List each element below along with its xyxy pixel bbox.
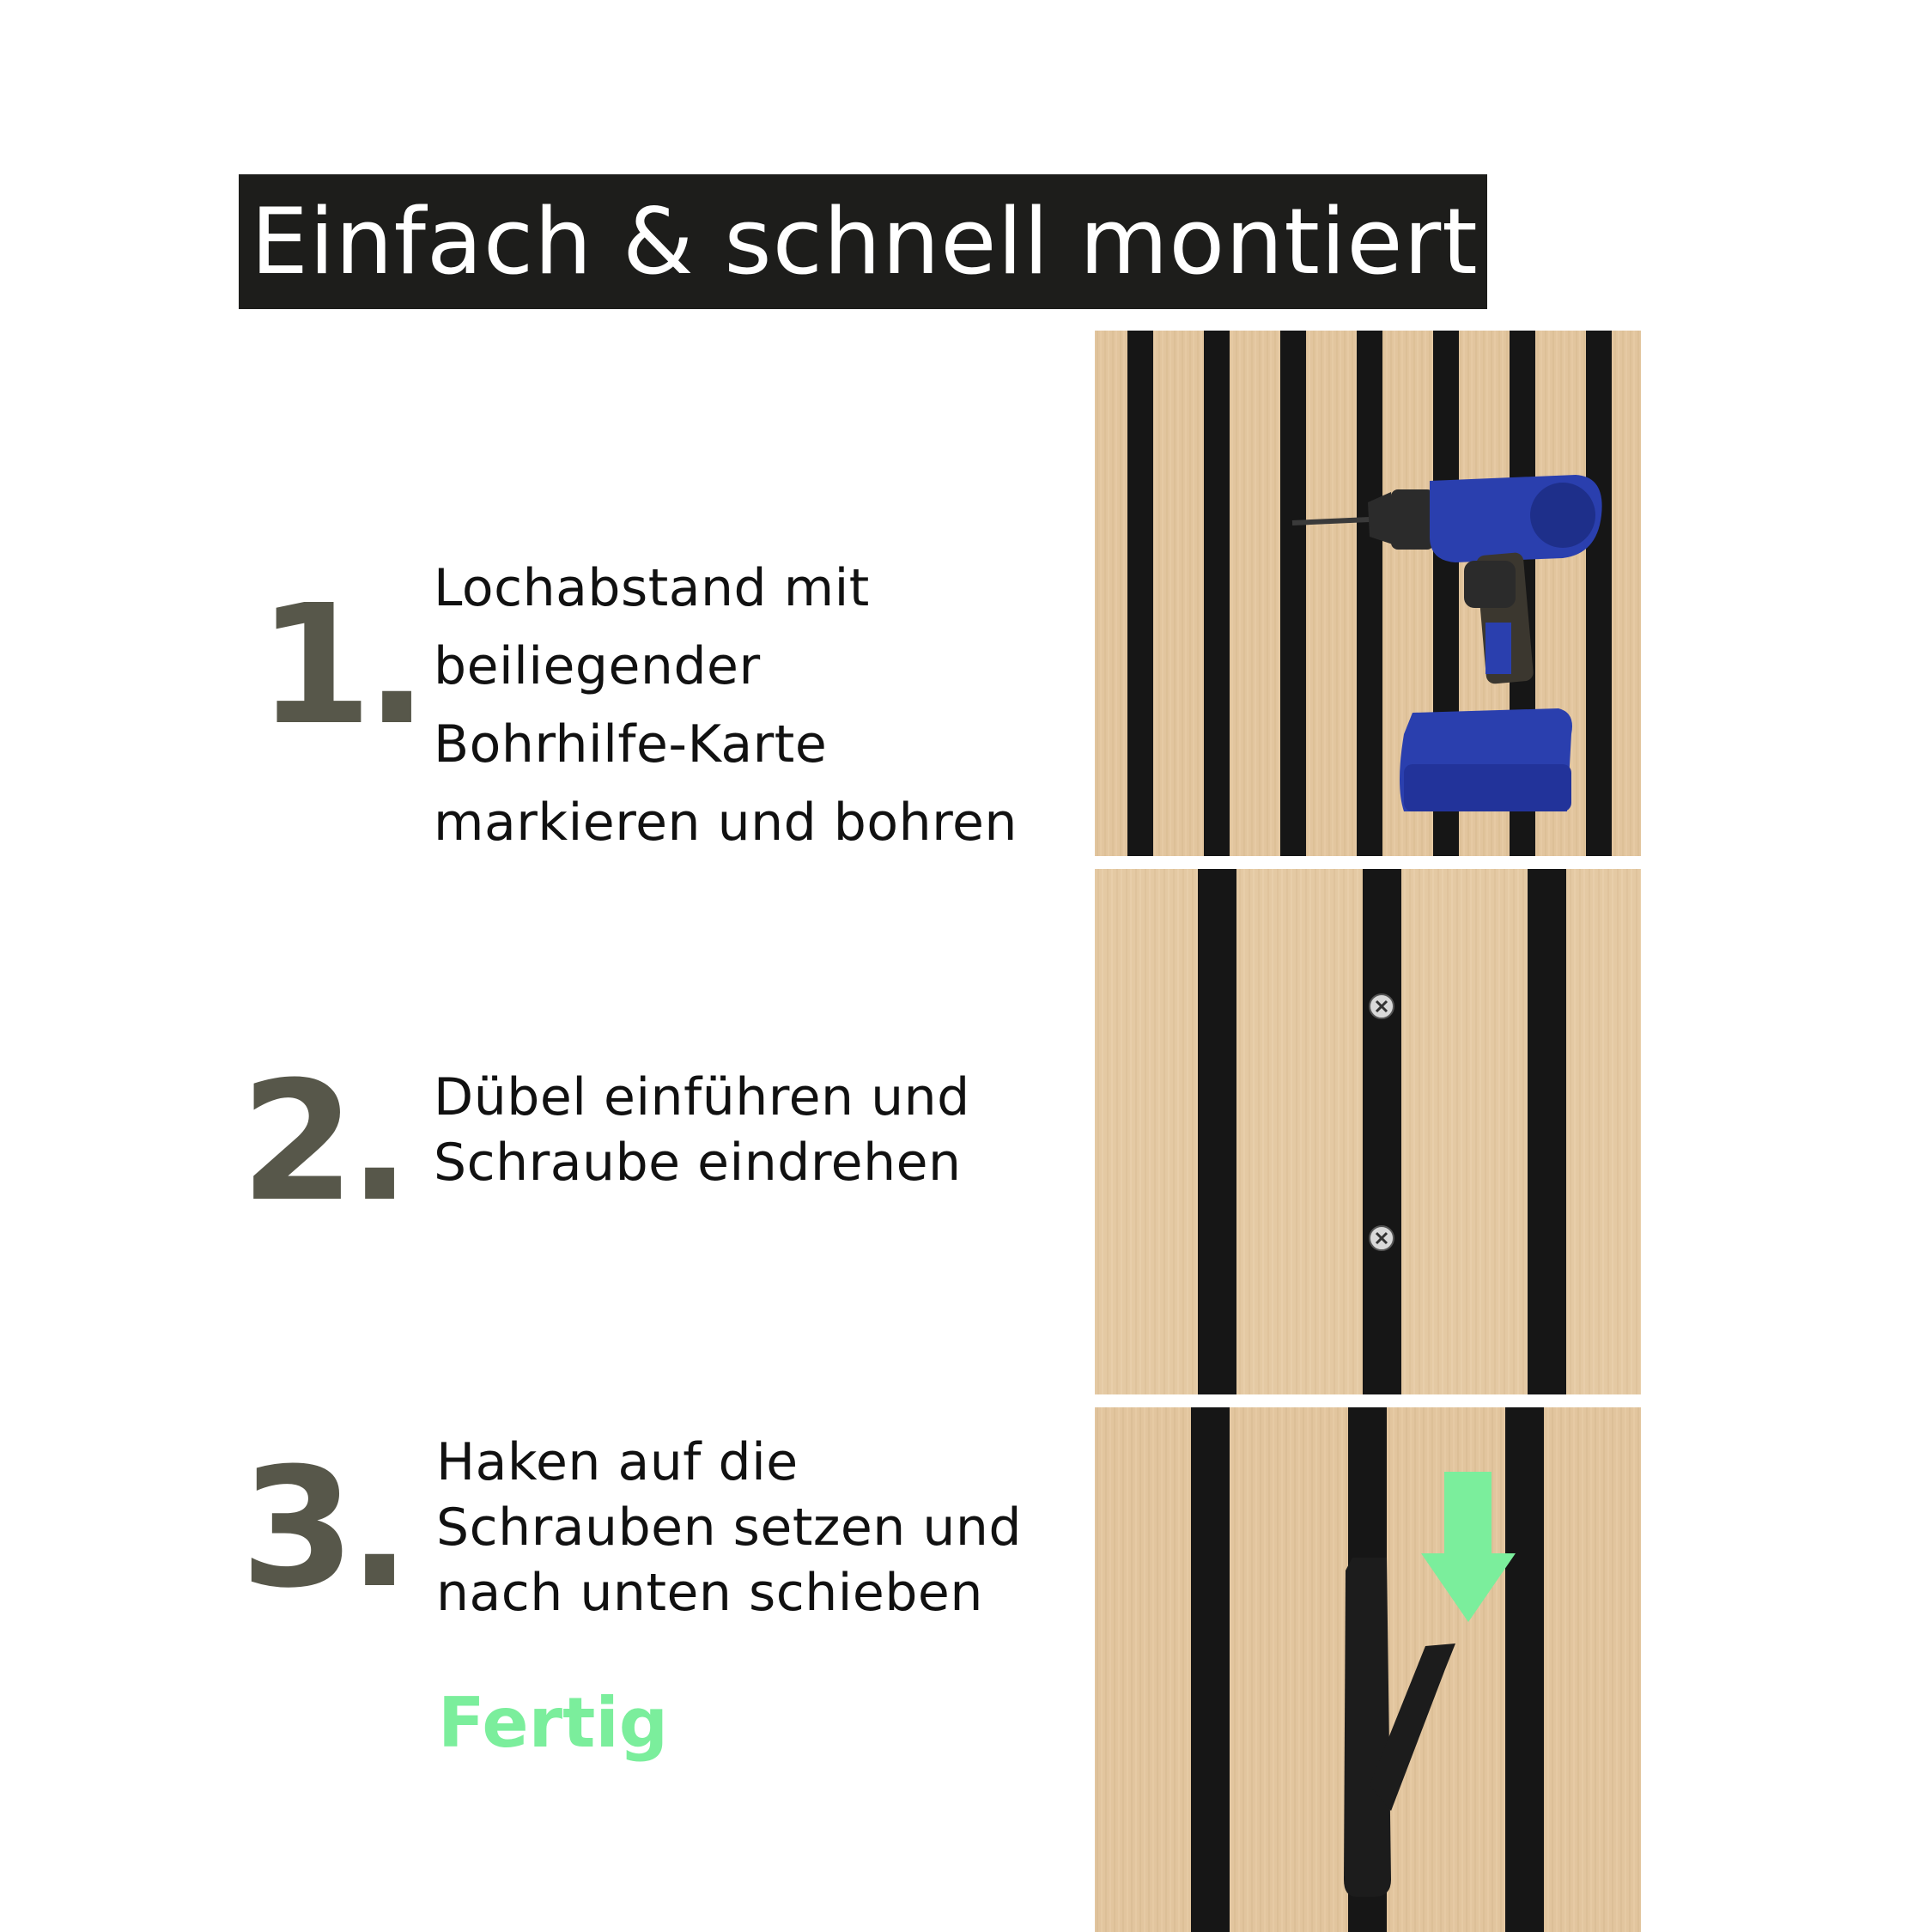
step-3-image	[1095, 1407, 1641, 1932]
step-1-text: Lochabstand mit beiliegender Bohrhilfe-K…	[434, 558, 1018, 853]
hook-icon	[1344, 1558, 1455, 1897]
step-1-number: 1.	[258, 570, 428, 762]
screw-icon	[1369, 993, 1394, 1019]
page-title: Einfach & schnell montiert	[239, 174, 1487, 309]
step-3-number: 3.	[240, 1433, 411, 1625]
screw-icon	[1369, 1225, 1394, 1251]
drill-icon	[1291, 475, 1602, 811]
step-2-number: 2.	[240, 1047, 411, 1238]
step-1-image	[1095, 331, 1641, 856]
drill-on-slat-panel-illustration	[1095, 331, 1641, 856]
down-arrow-icon	[1421, 1472, 1516, 1622]
hook-with-down-arrow-illustration	[1095, 1407, 1641, 1932]
done-label: Fertig	[438, 1683, 669, 1763]
step-2-image	[1095, 869, 1641, 1394]
step-2-text: Dübel einführen und Schraube eindrehen	[434, 1067, 970, 1193]
screws-in-slat-gap-illustration	[1095, 869, 1641, 1394]
step-3-text: Haken auf die Schrauben setzen und nach …	[436, 1432, 1023, 1623]
